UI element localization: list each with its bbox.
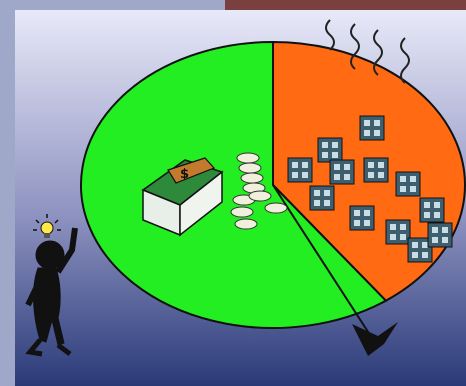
building <box>330 160 354 184</box>
coin <box>237 153 259 163</box>
building <box>420 198 444 222</box>
coin <box>231 207 253 217</box>
building <box>386 220 410 244</box>
building <box>318 138 342 162</box>
coin <box>249 191 271 201</box>
svg-text:$: $ <box>180 167 189 182</box>
building <box>288 158 312 182</box>
building <box>360 116 384 140</box>
building <box>428 223 452 247</box>
building <box>396 172 420 196</box>
building <box>350 206 374 230</box>
building <box>364 158 388 182</box>
top-strip <box>225 0 466 10</box>
coin <box>265 203 287 213</box>
coin <box>241 173 263 183</box>
coin <box>239 163 261 173</box>
building <box>310 186 334 210</box>
coin <box>235 219 257 229</box>
